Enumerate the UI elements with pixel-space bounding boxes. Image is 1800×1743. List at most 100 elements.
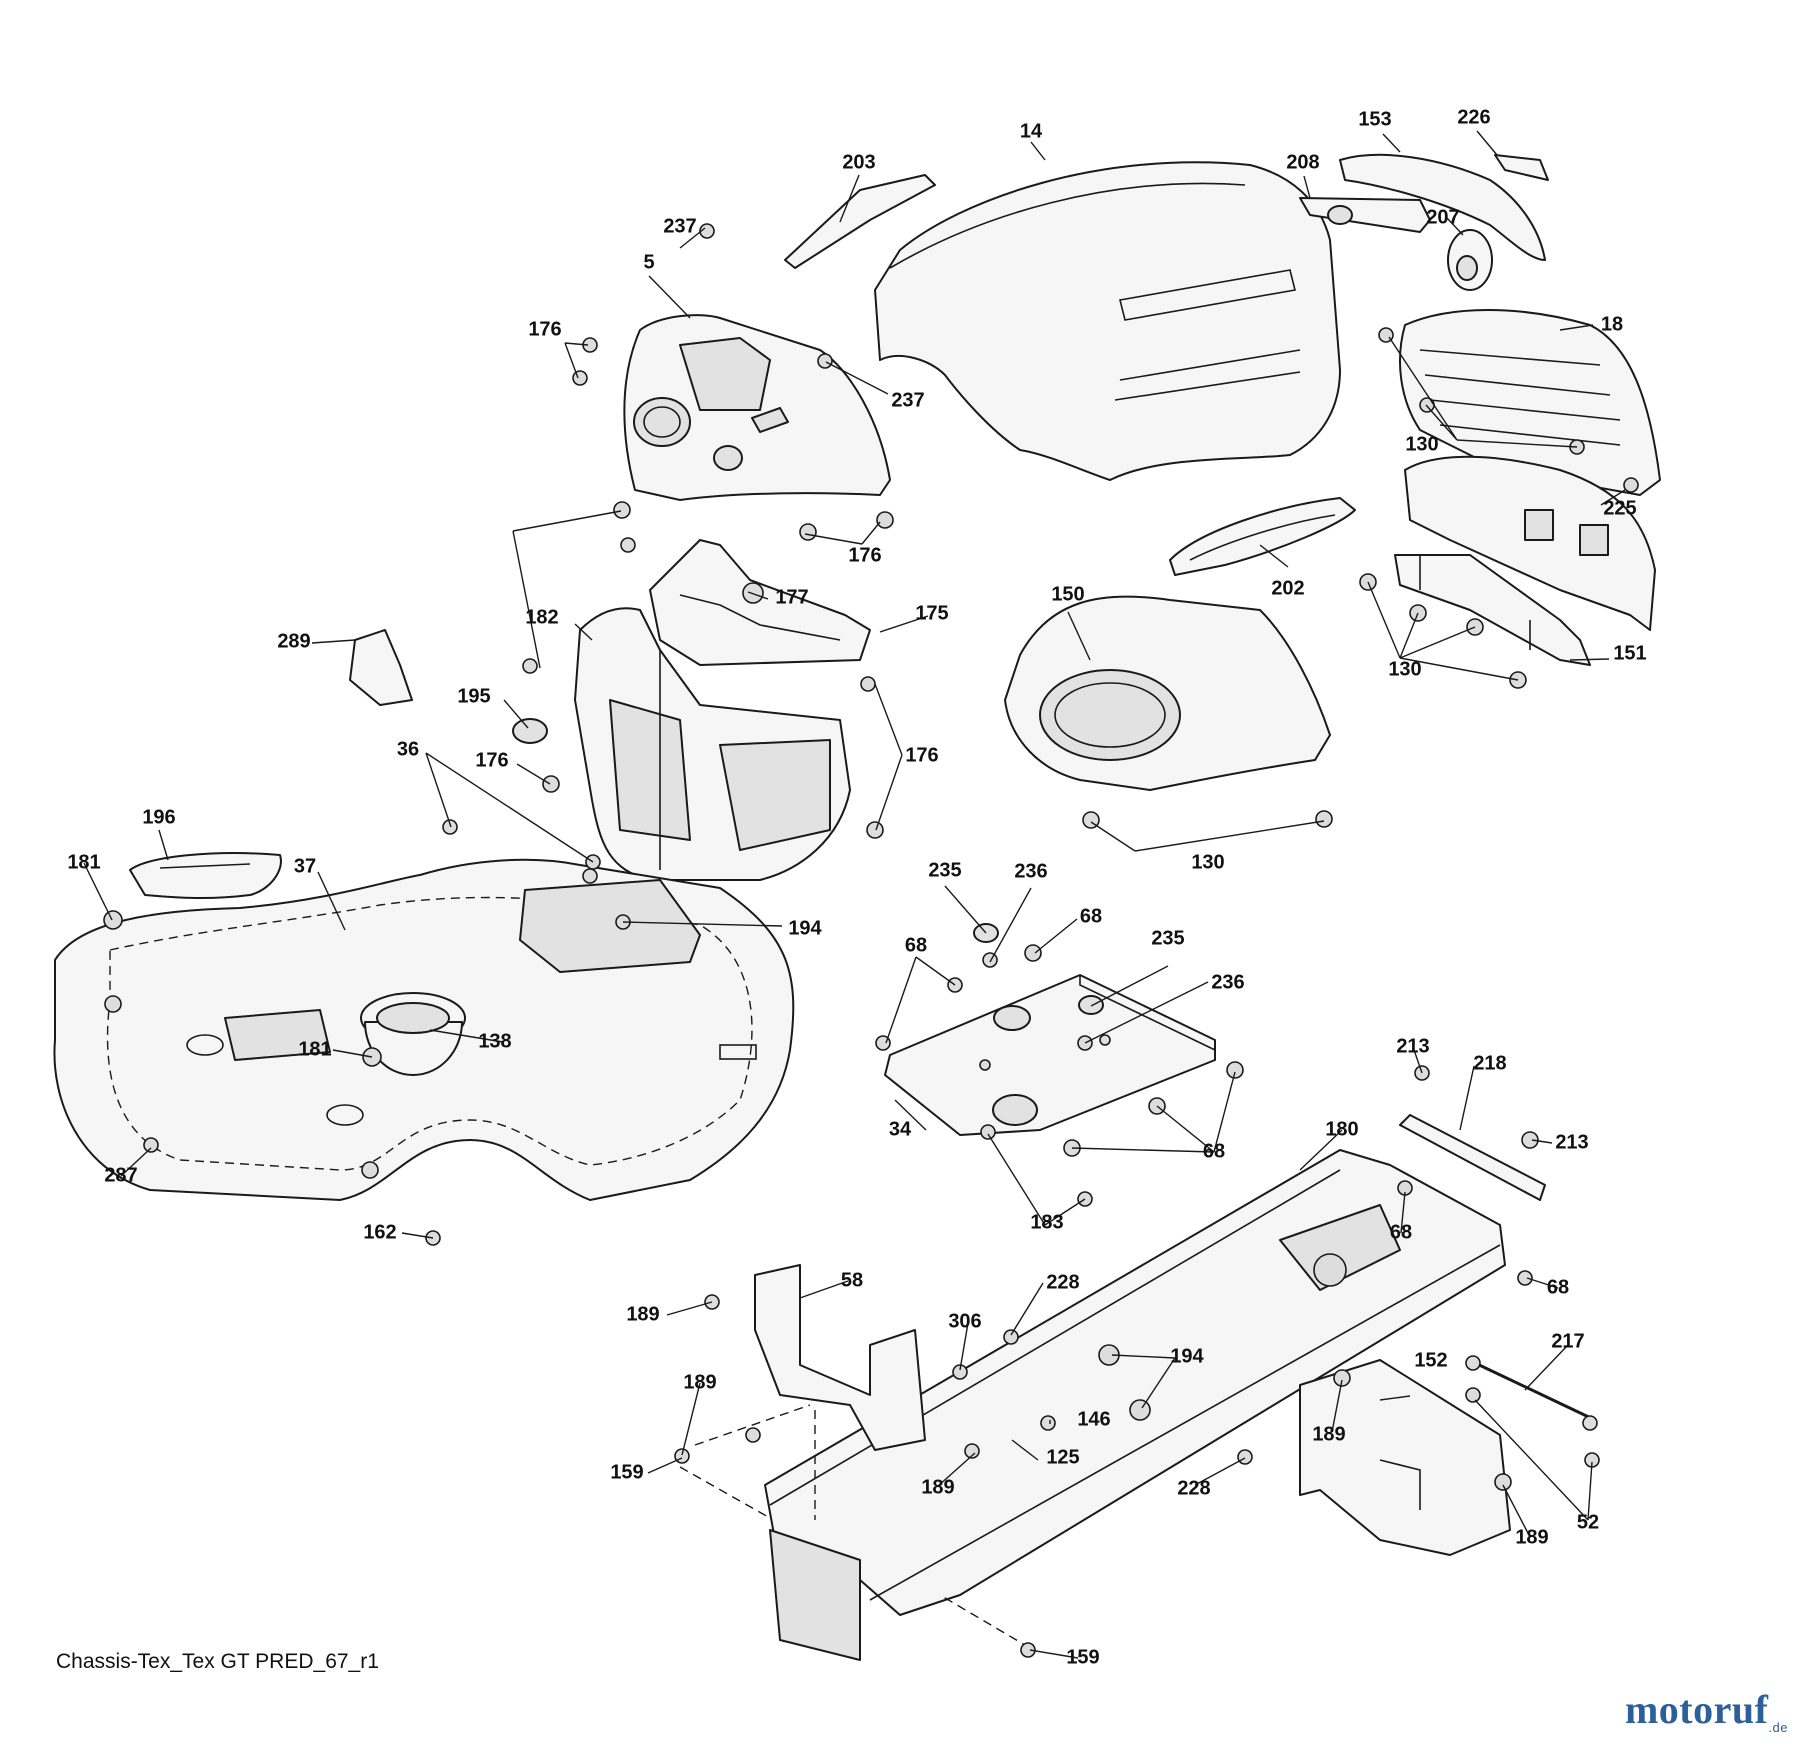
callout-202: 202	[1271, 577, 1304, 599]
callout-306: 306	[948, 1310, 981, 1332]
callout-176: 176	[475, 749, 508, 771]
part-289	[349, 629, 413, 706]
callout-52: 52	[1577, 1511, 1599, 1533]
callout-176: 176	[848, 544, 881, 566]
filler-neck-138-part	[360, 992, 466, 1076]
callout-14: 14	[1020, 120, 1043, 142]
callout-159: 159	[610, 1461, 643, 1483]
callout-180: 180	[1325, 1118, 1358, 1140]
watermark-suffix: .de	[1768, 1720, 1788, 1735]
callout-150: 150	[1051, 583, 1084, 605]
callout-152: 152	[1414, 1349, 1447, 1371]
grille-225-part	[1404, 455, 1656, 631]
lens-202-part	[1169, 497, 1356, 576]
callout-189: 189	[1312, 1423, 1345, 1445]
bracket-175-part	[649, 539, 871, 666]
callout-236: 236	[1014, 860, 1047, 882]
callout-58: 58	[841, 1269, 863, 1291]
callout-36: 36	[397, 738, 419, 760]
bracket-218-part	[1399, 1114, 1546, 1201]
leader-lines	[83, 130, 1626, 1659]
hood-part	[874, 161, 1341, 481]
callout-236: 236	[1211, 971, 1244, 993]
hardware-group	[103, 223, 1639, 1658]
alignment-line	[939, 1594, 1031, 1649]
callout-151: 151	[1613, 642, 1646, 664]
callout-175: 175	[915, 602, 948, 624]
dash-panel-part	[623, 314, 891, 501]
callout-183: 183	[1030, 1211, 1063, 1233]
callout-228: 228	[1046, 1271, 1079, 1293]
watermark-logo: motoruf.de	[1625, 1686, 1788, 1735]
callout-194: 194	[788, 917, 822, 939]
callout-130: 130	[1405, 433, 1438, 455]
callout-213: 213	[1396, 1035, 1429, 1057]
callout-labels: 14 203 237 5 176 237 153 226 208 207 18 …	[67, 106, 1646, 1668]
callout-177: 177	[775, 586, 808, 608]
baffle-152-part	[1299, 1359, 1511, 1556]
callout-194: 194	[1170, 1345, 1204, 1367]
callout-195: 195	[457, 685, 490, 707]
drawing-id-label: Chassis-Tex_Tex GT PRED_67_r1	[56, 1650, 379, 1673]
rod-217-part	[1474, 1361, 1596, 1422]
callout-176: 176	[905, 744, 938, 766]
callout-37: 37	[294, 855, 316, 877]
callout-237: 237	[891, 389, 924, 411]
callout-68: 68	[1547, 1276, 1569, 1298]
alignment-line	[694, 1404, 811, 1446]
part-208	[1299, 197, 1431, 233]
callout-189: 189	[1515, 1526, 1548, 1548]
callout-289: 289	[277, 630, 310, 652]
callout-237: 237	[663, 215, 696, 237]
callout-189: 189	[921, 1476, 954, 1498]
shield-150-part	[1004, 595, 1331, 791]
callout-68: 68	[1080, 905, 1102, 927]
plate-34-part	[884, 974, 1216, 1136]
callout-217: 217	[1551, 1330, 1584, 1352]
callout-68: 68	[1390, 1221, 1412, 1243]
callout-34: 34	[889, 1118, 912, 1140]
callout-218: 218	[1473, 1052, 1506, 1074]
callout-189: 189	[626, 1303, 659, 1325]
callout-159: 159	[1066, 1646, 1099, 1668]
frame-180-part	[764, 1149, 1506, 1661]
steering-column-cover-part	[574, 607, 851, 881]
callout-189: 189	[683, 1371, 716, 1393]
callout-181: 181	[298, 1038, 331, 1060]
callout-146: 146	[1077, 1408, 1110, 1430]
callout-130: 130	[1191, 851, 1224, 873]
console-196-part	[129, 852, 282, 900]
callout-176: 176	[528, 318, 561, 340]
callout-208: 208	[1286, 151, 1319, 173]
callout-125: 125	[1046, 1446, 1079, 1468]
callout-235: 235	[928, 859, 961, 881]
callout-5: 5	[643, 251, 654, 273]
callout-203: 203	[842, 151, 875, 173]
part-153	[1339, 153, 1546, 261]
part-203	[784, 174, 936, 269]
callout-225: 225	[1603, 497, 1636, 519]
callout-68: 68	[905, 934, 927, 956]
callout-228: 228	[1177, 1477, 1210, 1499]
bracket-151-part	[1394, 554, 1591, 666]
callout-182: 182	[525, 606, 558, 628]
callout-18: 18	[1601, 313, 1623, 335]
callout-207: 207	[1426, 206, 1459, 228]
callout-162: 162	[363, 1221, 396, 1243]
callout-213: 213	[1555, 1131, 1588, 1153]
callout-196: 196	[142, 806, 175, 828]
grille-18-part	[1399, 309, 1661, 496]
callout-235: 235	[1151, 927, 1184, 949]
callout-181: 181	[67, 851, 100, 873]
callout-130: 130	[1388, 658, 1421, 680]
callout-287: 287	[104, 1164, 137, 1186]
callout-153: 153	[1358, 108, 1391, 130]
callout-68: 68	[1203, 1140, 1225, 1162]
callout-138: 138	[478, 1030, 511, 1052]
part-226	[1494, 154, 1549, 181]
bracket-58-part	[754, 1264, 926, 1451]
callout-226: 226	[1457, 106, 1490, 128]
watermark-brand: motoruf	[1624, 1687, 1769, 1732]
alignment-line	[679, 1466, 771, 1519]
